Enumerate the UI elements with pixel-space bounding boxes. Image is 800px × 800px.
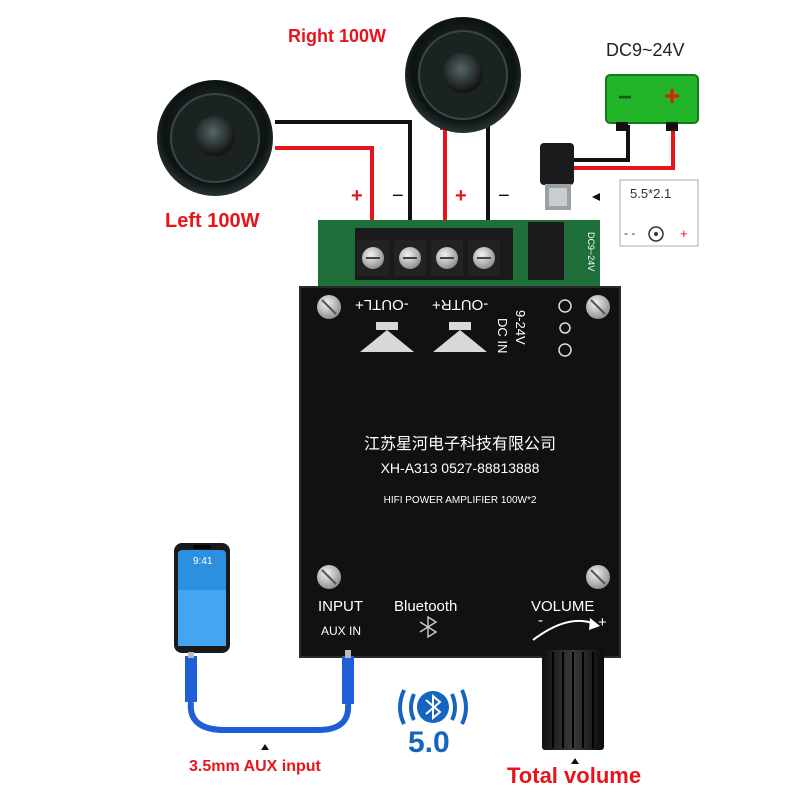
right-speaker-label: Right 100W bbox=[288, 26, 387, 46]
board-screws bbox=[317, 295, 610, 589]
battery-plus-label: + bbox=[664, 80, 681, 111]
power-wires bbox=[572, 125, 675, 170]
volume-knob[interactable] bbox=[542, 650, 604, 764]
volume-plus-label: + bbox=[598, 614, 607, 631]
aux-cable bbox=[185, 650, 354, 750]
pcb-side-left-label: 100W *2 bbox=[308, 250, 318, 285]
input-label: INPUT bbox=[318, 598, 363, 615]
volume-arc-icon bbox=[532, 618, 600, 641]
battery-minus-label: − bbox=[618, 84, 633, 111]
model-label: XH-A313 0527-88813888 bbox=[380, 460, 540, 476]
volume-label: VOLUME bbox=[531, 598, 595, 615]
dc-in-label: DC IN bbox=[495, 318, 510, 354]
aux-in-label: AUX IN bbox=[321, 624, 362, 638]
jack-spec-label: 5.5*2.1 bbox=[630, 186, 672, 201]
right-plus-mark: + bbox=[455, 185, 467, 207]
phone-time: 9:41 bbox=[193, 556, 213, 567]
left-speaker-label: Left 100W bbox=[165, 210, 260, 232]
bluetooth-board-label: Bluetooth bbox=[394, 598, 458, 615]
right-minus-mark: − bbox=[498, 185, 510, 207]
dc-polarity-symbol bbox=[558, 299, 572, 357]
pcb-side-right-label: DC9~24V bbox=[586, 232, 596, 272]
jack-spec-minus: - - bbox=[624, 226, 636, 240]
total-volume-label: Total volume bbox=[507, 763, 642, 788]
aux-input-label: 3.5mm AUX input bbox=[189, 758, 321, 775]
left-minus-mark: − bbox=[392, 185, 404, 207]
dc-plug bbox=[540, 143, 600, 210]
company-label: 江苏星河电子科技有限公司 bbox=[363, 436, 556, 453]
phone-icon bbox=[174, 543, 230, 653]
product-label: HIFI POWER AMPLIFIER 100W*2 bbox=[383, 495, 537, 506]
left-plus-mark: + bbox=[351, 185, 363, 207]
right-speaker bbox=[405, 17, 521, 133]
dc-supply-label: DC9~24V bbox=[606, 40, 685, 60]
left-speaker bbox=[157, 80, 273, 196]
speaker-symbols bbox=[360, 322, 487, 352]
jack-spec-plus: + bbox=[680, 226, 688, 241]
out-right-label: -OUTR+ bbox=[432, 296, 489, 313]
terminal-block bbox=[357, 240, 500, 276]
bluetooth-board-icon bbox=[419, 615, 438, 639]
jack-spec-box bbox=[619, 179, 699, 247]
bt-version-label: 5.0 bbox=[408, 726, 450, 759]
bluetooth-badge-icon bbox=[398, 689, 468, 725]
volume-minus-label: - bbox=[538, 612, 543, 629]
dc-in-voltage-label: 9-24V bbox=[513, 310, 528, 345]
battery-icon bbox=[605, 74, 699, 131]
out-left-label: -OUTL+ bbox=[355, 296, 409, 313]
